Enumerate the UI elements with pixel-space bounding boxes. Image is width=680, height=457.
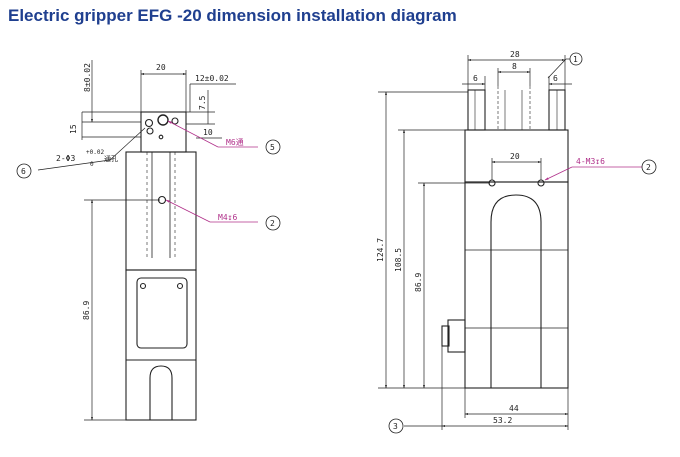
label-circle-2b: [641, 159, 657, 175]
hole-tol-lower: 0: [90, 161, 94, 168]
label-2b: 2: [646, 163, 651, 172]
dim-6-left: 6: [473, 74, 478, 83]
dim-28: 28: [510, 50, 520, 59]
hole-suffix: 通孔: [104, 154, 118, 163]
left-body-lower: [125, 269, 197, 421]
dim-20: 20: [510, 152, 520, 161]
label-1: 1: [573, 55, 578, 64]
right-finger-left: [467, 89, 486, 131]
callout-m6: M6通: [226, 137, 244, 147]
dim-86-9: 86.9: [414, 273, 423, 292]
dim-44: 44: [509, 404, 519, 413]
dim-left-15: 15: [69, 124, 78, 134]
dim-108-5: 108.5: [394, 248, 403, 272]
right-view: [441, 86, 569, 389]
left-bottom-slot: [149, 365, 173, 420]
dim-124-7: 124.7: [376, 238, 385, 262]
dim-6-right: 6: [553, 74, 558, 83]
diagram-title: Electric gripper EFG -20 dimension insta…: [8, 6, 457, 25]
label-3: 3: [393, 422, 398, 431]
left-callout-lines: [165, 120, 258, 223]
circle-labels: [16, 52, 657, 434]
label-circle-3: [388, 418, 404, 434]
right-body: [464, 181, 569, 389]
right-connector: [447, 319, 466, 353]
dim-top-20: 20: [156, 63, 166, 72]
dim-53-2: 53.2: [493, 416, 512, 425]
right-dimensions: [378, 55, 572, 430]
dim-8: 8: [512, 62, 517, 71]
dim-left-8: 8±0.02: [83, 63, 92, 92]
callout-m4: M4↧6: [218, 213, 237, 222]
label-circle-2a: [265, 215, 281, 231]
left-view: [125, 111, 197, 421]
label-2a: 2: [270, 219, 275, 228]
left-dimensions: [37, 60, 236, 421]
dim-top-offset: 12±0.02: [195, 74, 229, 83]
left-body-upper: [125, 151, 197, 271]
hole-tol-upper: +0.02: [86, 149, 104, 156]
label-6: 6: [21, 167, 26, 176]
dim-right-10: 10: [203, 128, 213, 137]
right-slot: [490, 194, 542, 388]
label-5: 5: [270, 143, 275, 152]
label-circle-5: [265, 139, 281, 155]
right-callout-lines: [544, 166, 642, 181]
label-circle-1: [569, 52, 583, 66]
label-circle-6: [16, 163, 32, 179]
dim-left-height: 86.9: [82, 301, 91, 320]
callout-m3: 4-M3↧6: [576, 157, 605, 166]
hole-spec: 2-Φ3: [56, 154, 75, 163]
left-panel: [136, 277, 188, 349]
dim-right-7-5: 7.5: [198, 95, 207, 110]
